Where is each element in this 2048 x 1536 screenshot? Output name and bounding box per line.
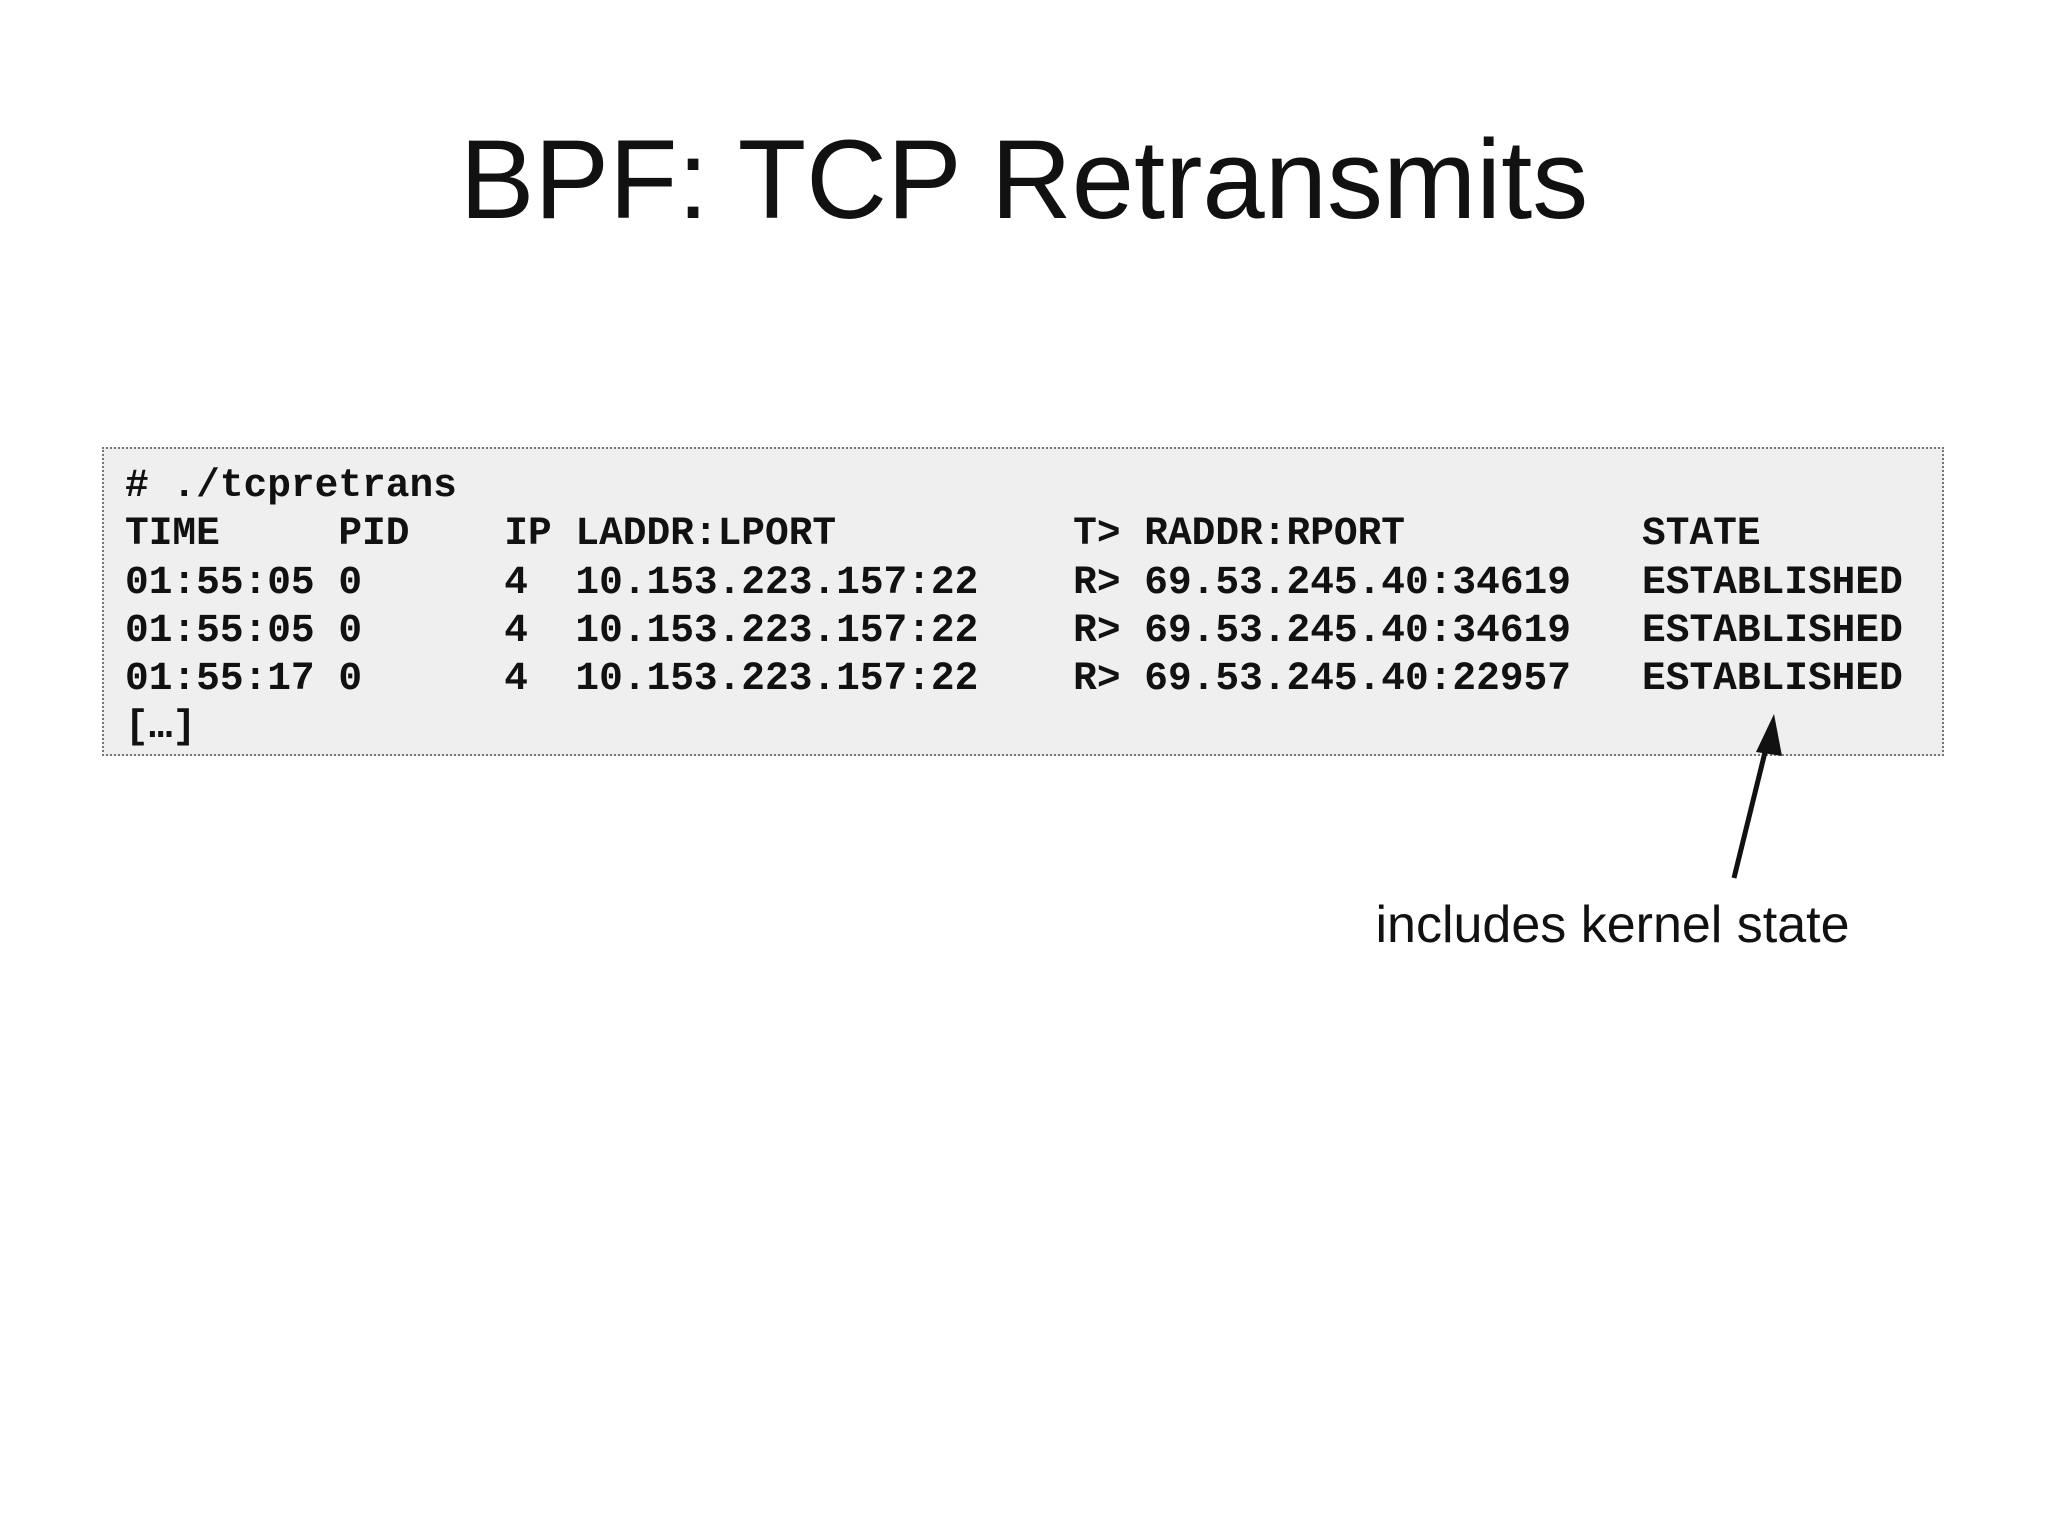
output-row: 01:55:17 0 4 10.153.223.157:22 R> 69.53.… xyxy=(125,656,1903,702)
ellipsis: […] xyxy=(125,704,197,750)
column-header: TIME PID IP LADDR:LPORT T> RADDR:RPORT S… xyxy=(125,511,1761,557)
output-row: 01:55:05 0 4 10.153.223.157:22 R> 69.53.… xyxy=(125,607,1903,653)
output-row: 01:55:05 0 4 10.153.223.157:22 R> 69.53.… xyxy=(125,559,1903,605)
slide-title: BPF: TCP Retransmits xyxy=(459,117,1589,242)
annotation-text: includes kernel state xyxy=(1375,896,1850,954)
command-line: # ./tcpretrans xyxy=(125,463,457,508)
